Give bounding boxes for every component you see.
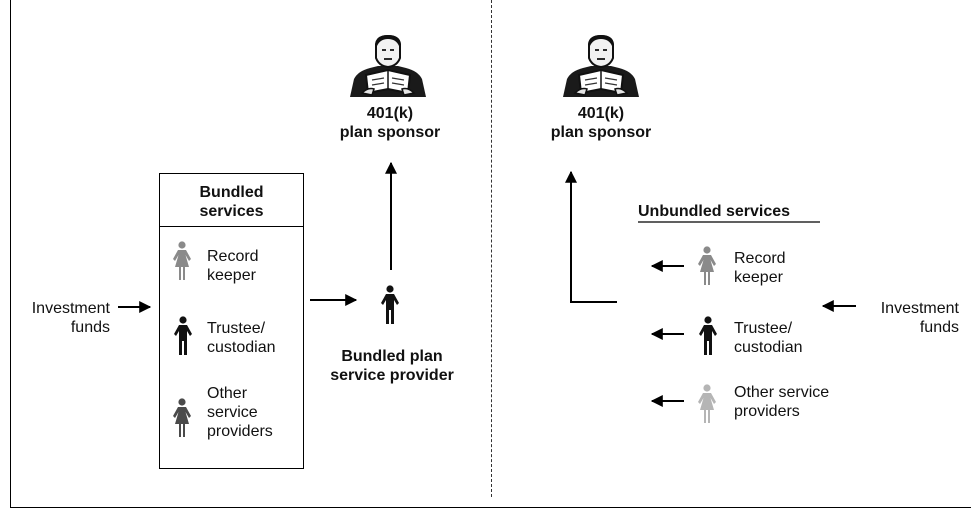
bundled-provider-label: Bundled plan service provider <box>330 348 454 384</box>
unbundled-services-heading: Unbundled services <box>638 203 791 220</box>
bundled-services-box <box>159 173 304 469</box>
record-keeper-label: Record keeper <box>207 248 259 284</box>
box-divider <box>160 226 303 227</box>
right-investment-funds-label: Investment funds <box>880 300 959 336</box>
diagram-graphics <box>118 35 856 437</box>
unbundled-other-service-providers-icon <box>698 384 716 423</box>
trustee-custodian-label: Trustee/ custodian <box>207 320 276 356</box>
section-divider <box>491 0 492 497</box>
bundled-services-title: Bundled services <box>199 184 264 220</box>
left-sponsor-label: 401(k) plan sponsor <box>339 105 441 141</box>
left-investment-funds-label: Investment funds <box>31 300 110 336</box>
unbundled-trustee-custodian-icon <box>699 316 717 355</box>
bundled-provider-person-icon <box>381 285 399 324</box>
unbundled-other-service-providers-label: Other service providers <box>734 384 830 420</box>
right-sponsor-reader-icon <box>562 35 640 97</box>
other-service-providers-label: Other service providers <box>207 385 273 440</box>
unbundled-record-keeper-label: Record keeper <box>734 250 786 286</box>
left-sponsor-reader-icon <box>349 35 427 97</box>
unbundled-trustee-custodian-label: Trustee/ custodian <box>734 320 803 356</box>
right-sponsor-label: 401(k) plan sponsor <box>550 105 652 141</box>
unbundled-record-keeper-icon <box>698 246 716 285</box>
unbundled-to-sponsor-arrow <box>565 170 617 303</box>
